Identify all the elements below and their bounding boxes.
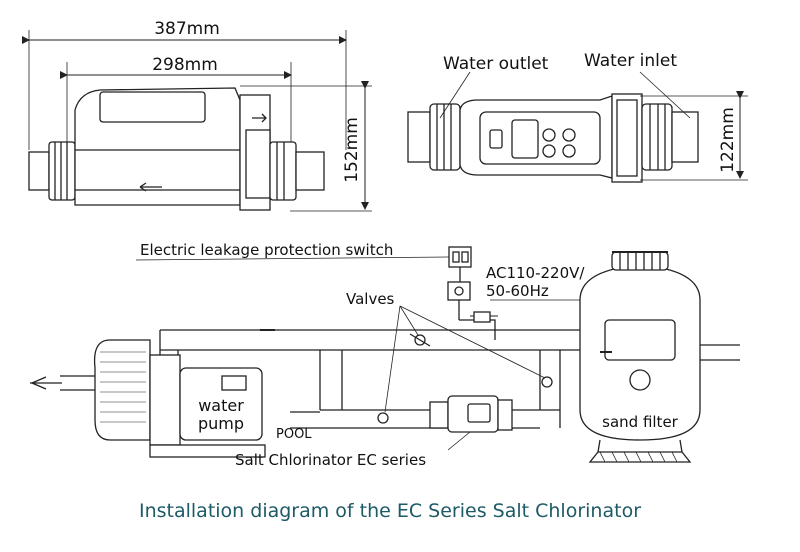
ac-voltage-label-line2: 50-60Hz — [486, 282, 549, 300]
leakage-switch-label: Electric leakage protection switch — [140, 241, 393, 259]
sand-filter-label: sand filter — [602, 413, 679, 431]
ac-voltage-label-line1: AC110-220V/ — [486, 264, 585, 282]
side-view-drawing — [22, 30, 372, 212]
top-view-drawing — [407, 71, 748, 183]
water-outlet-label: Water outlet — [443, 54, 549, 74]
water-pump-label-line1: water — [198, 396, 244, 415]
top-height-label: 122mm — [718, 107, 738, 173]
water-inlet-label: Water inlet — [584, 51, 677, 71]
side-body-length-label: 298mm — [152, 55, 218, 75]
diagram-caption: Installation diagram of the EC Series Sa… — [139, 500, 641, 522]
pool-label: POOL — [276, 427, 312, 442]
water-pump-label-line2: pump — [198, 414, 244, 433]
valves-label: Valves — [346, 290, 395, 308]
side-height-label: 152mm — [342, 117, 362, 183]
chlorinator-label: Salt Chlorinator EC series — [235, 451, 426, 469]
system-drawing — [30, 246, 740, 463]
side-total-length-label: 387mm — [154, 19, 220, 39]
